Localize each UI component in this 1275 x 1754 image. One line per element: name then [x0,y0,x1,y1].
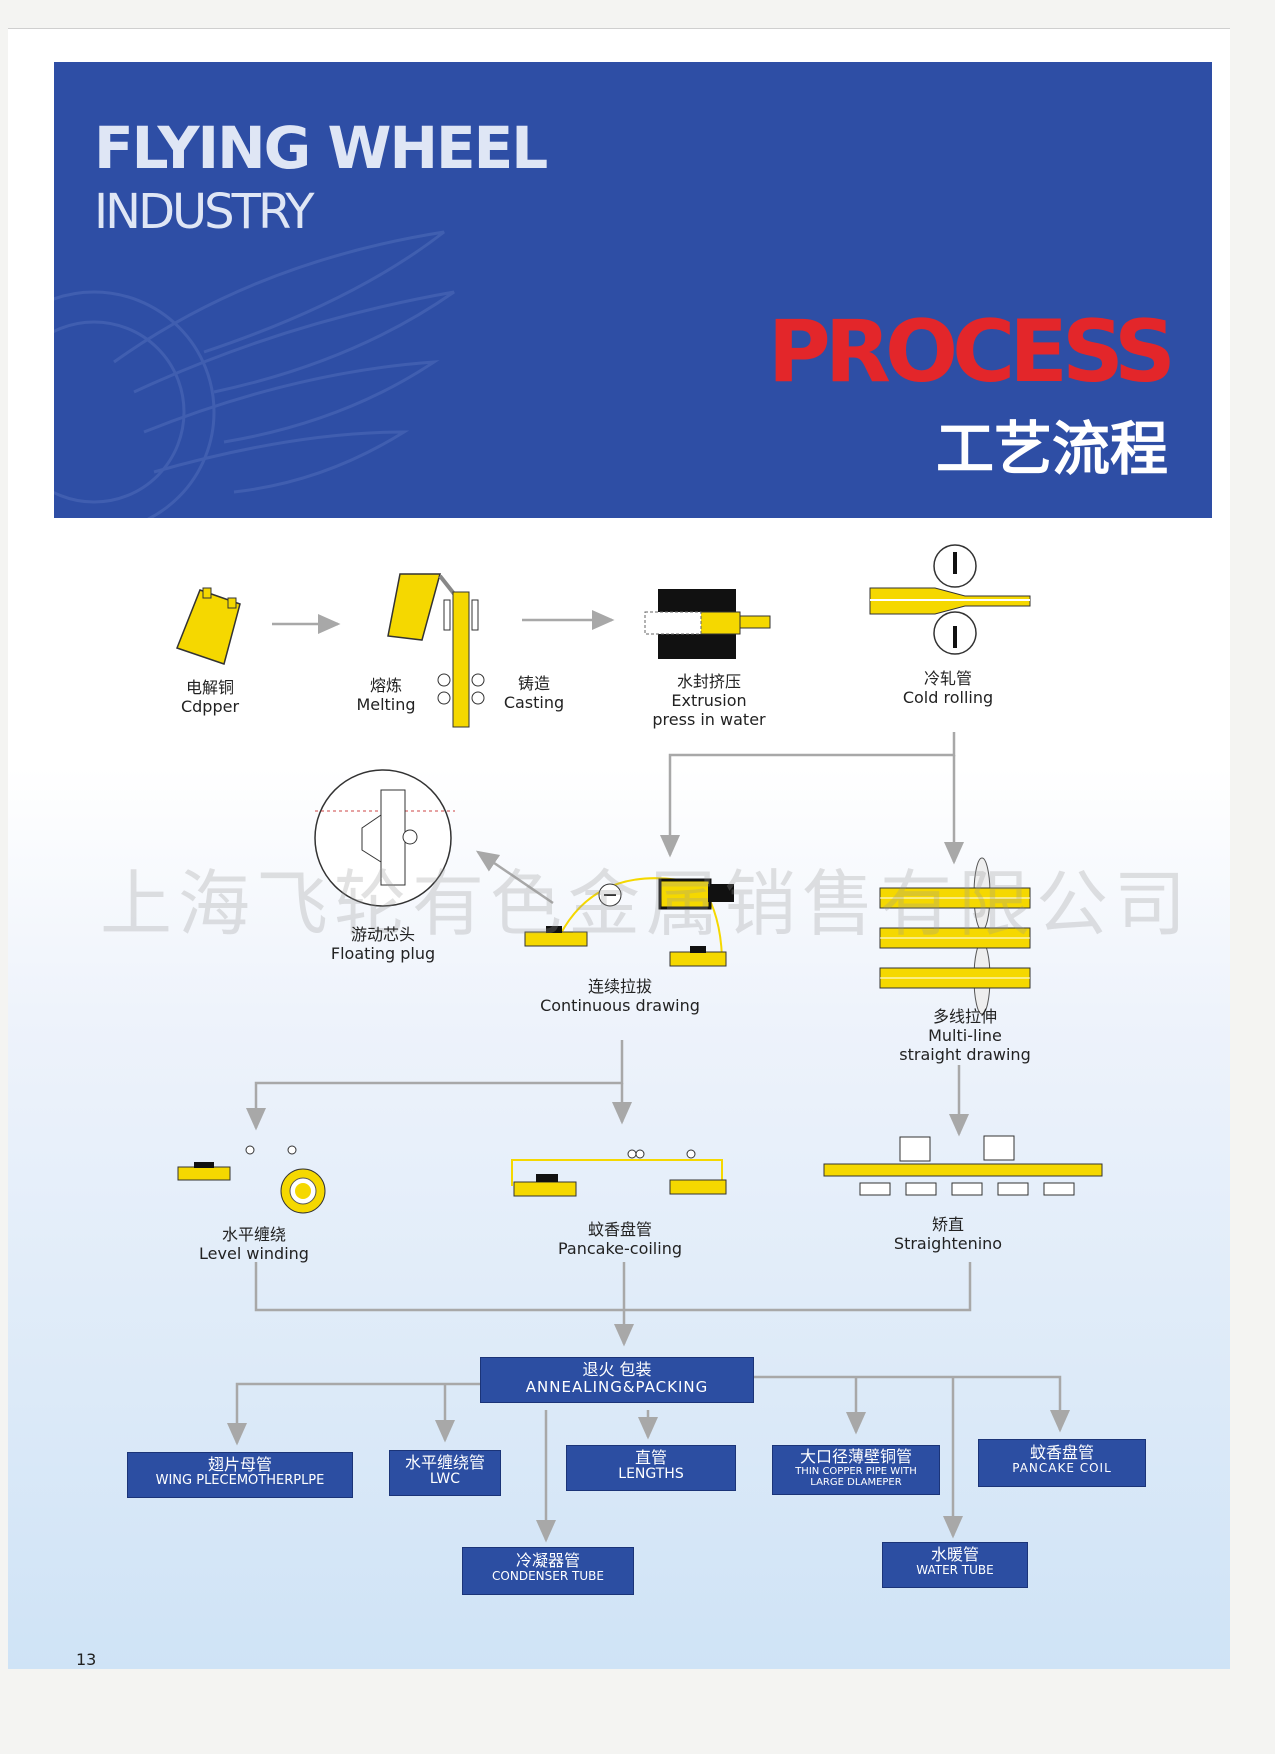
step-copper-en: Cdpper [180,697,240,716]
pancake-coiling-icon [511,1149,727,1197]
annealing-en: ANNEALING&PACKING [525,1377,709,1396]
step-level-winding-cn: 水平缠绕 [221,1225,286,1244]
step-extrusion-en2: press in water [652,710,766,729]
product-wing-cn: 翅片母管 [207,1455,272,1474]
step-extrusion-cn: 水封挤压 [676,672,741,691]
page-number: 13 [76,1650,97,1669]
step-pancake-coiling-en: Pancake-coiling [557,1239,682,1258]
cold-rolling-icon [869,544,1031,655]
step-straightening-cn: 矫直 [931,1215,964,1234]
product-pancake-en: PANCAKE COIL [1012,1460,1112,1475]
wing-logo-watermark [54,230,455,518]
product-lwc-en: LWC [429,1470,461,1487]
step-casting-cn: 铸造 [517,674,550,693]
copper-cathode-icon [176,587,241,665]
product-pancake-cn: 蚊香盘管 [1029,1443,1094,1462]
step-multiline-en2: straight drawing [899,1045,1031,1064]
product-thin-en2: LARGE DLAMEPER [810,1476,902,1488]
step-casting-en: Casting [503,693,565,712]
step-extrusion-en1: Extrusion [671,691,747,710]
brand-name-line1: FLYING WHEEL [94,114,548,182]
product-lengths: 直管 LENGTHS [566,1445,736,1491]
step-continuous-drawing-cn: 连续拉拔 [587,977,652,996]
product-thin-pipe: 大口径薄壁铜管 THIN COPPER PIPE WITH LARGE DLAM… [772,1445,940,1495]
product-thin-en1: THIN COPPER PIPE WITH [795,1465,917,1477]
merge-line [254,1262,972,1312]
multiline-drawing-icon [879,857,1031,1015]
step-melting-cn: 熔炼 [369,676,402,695]
step-casting: 铸造 Casting [484,674,584,712]
continuous-drawing-icon [524,877,734,967]
straightening-icon [823,1135,1103,1196]
step-floating-plug-cn: 游动芯头 [350,925,415,944]
product-water-tube: 水暖管 WATER TUBE [882,1542,1028,1588]
arrow-rolling-drawing [660,732,956,858]
product-condenser: 冷凝器管 CONDENSER TUBE [462,1547,634,1595]
step-multiline-cn: 多线拉伸 [932,1007,997,1026]
process-title: PROCESS [767,302,1176,402]
extrusion-press-icon [644,589,771,659]
melting-furnace-icon [387,573,485,728]
step-cold-rolling-en: Cold rolling [902,688,994,707]
step-pancake-coiling-cn: 蚊香盘管 [587,1220,652,1239]
product-water-cn: 水暖管 [930,1545,979,1564]
product-lengths-cn: 直管 [634,1448,667,1467]
floating-plug-icon [314,769,455,907]
step-straightening-en: Straightenino [893,1234,1003,1253]
arrow-to-level-winding [246,1040,624,1131]
step-melting-en: Melting [356,695,416,714]
product-water-en: WATER TUBE [916,1562,994,1577]
process-title-chinese: 工艺流程 [935,415,1168,483]
arrow-to-pancake-coil [754,1375,1070,1433]
step-straightening: 矫直 Straightenino [878,1215,1018,1253]
header-banner: FLYING WHEEL INDUSTRY PROCESS 工艺流程 [54,62,1212,518]
step-level-winding-en: Level winding [199,1244,309,1263]
step-level-winding: 水平缠绕 Level winding [184,1225,324,1263]
product-lwc-cn: 水平缠绕管 [404,1453,485,1472]
step-cold-rolling-cn: 冷轧管 [923,669,972,688]
company-watermark: 上海飞轮有色金属销售有限公司 [100,862,1193,946]
annealing-packing-box: 退火 包装 ANNEALING&PACKING [480,1357,754,1403]
product-pancake-coil: 蚊香盘管 PANCAKE COIL [978,1439,1146,1487]
product-condenser-en: CONDENSER TUBE [492,1568,604,1583]
brand-name-line2: INDUSTRY [94,184,315,240]
step-copper-cn: 电解铜 [185,678,234,697]
product-wing-en: WING PLECEMOTHERPLPE [155,1472,325,1488]
step-multiline: 多线拉伸 Multi-line straight drawing [880,1007,1050,1064]
product-lengths-en: LENGTHS [618,1465,684,1482]
step-pancake-coiling: 蚊香盘管 Pancake-coiling [540,1220,700,1258]
product-wing: 翅片母管 WING PLECEMOTHERPLPE [127,1452,353,1498]
product-thin-cn: 大口径薄壁铜管 [799,1447,912,1466]
step-melting: 熔炼 Melting [336,676,436,714]
product-condenser-cn: 冷凝器管 [515,1551,580,1570]
level-winding-icon [177,1145,326,1214]
step-floating-plug: 游动芯头 Floating plug [318,925,448,963]
step-multiline-en1: Multi-line [928,1026,1002,1045]
arrow-to-floating-plug [475,850,554,905]
step-continuous-drawing-en: Continuous drawing [540,996,700,1015]
product-lwc: 水平缠绕管 LWC [389,1450,501,1496]
step-floating-plug-en: Floating plug [330,944,436,963]
step-cold-rolling: 冷轧管 Cold rolling [888,669,1008,707]
arrow-to-wing [227,1382,480,1446]
step-continuous-drawing: 连续拉拔 Continuous drawing [530,977,710,1015]
step-extrusion: 水封挤压 Extrusion press in water [629,672,789,729]
step-copper: 电解铜 Cdpper [160,678,260,716]
annealing-cn: 退火 包装 [582,1360,652,1379]
